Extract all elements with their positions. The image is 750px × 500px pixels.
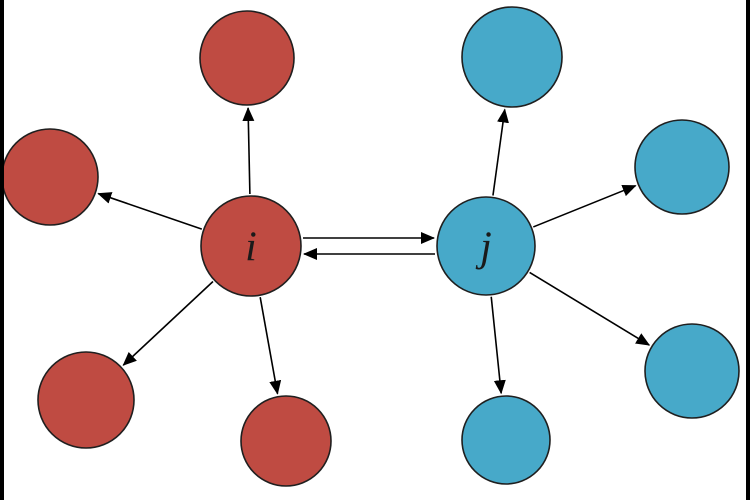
node-blue-top (461, 6, 563, 108)
edge-j-to-blue-bottom (490, 296, 506, 395)
node-red-bottom (240, 395, 332, 487)
edge-j-to-blue-br (529, 271, 651, 346)
edge-i-to-red-bottom (259, 297, 282, 395)
node-i (200, 195, 302, 297)
node-label-j: j (475, 224, 492, 270)
node-blue-tr (634, 119, 730, 215)
node-blue-br (644, 323, 740, 419)
edge-i-to-red-bl (122, 280, 214, 366)
node-label-i: i (245, 224, 257, 270)
edge-i-to-red-top (242, 106, 255, 195)
left-frame-bar (0, 0, 4, 500)
edge-i-to-red-left (97, 192, 203, 230)
edge-j-to-blue-tr (533, 184, 637, 228)
right-frame-bar (746, 0, 750, 500)
edge-j-to-blue-top (492, 108, 509, 196)
node-j (436, 196, 536, 296)
node-blue-bottom (461, 395, 551, 485)
node-red-bl (37, 351, 135, 449)
edges-layer (97, 106, 651, 395)
node-red-top (199, 10, 295, 106)
node-red-left (1, 128, 99, 226)
